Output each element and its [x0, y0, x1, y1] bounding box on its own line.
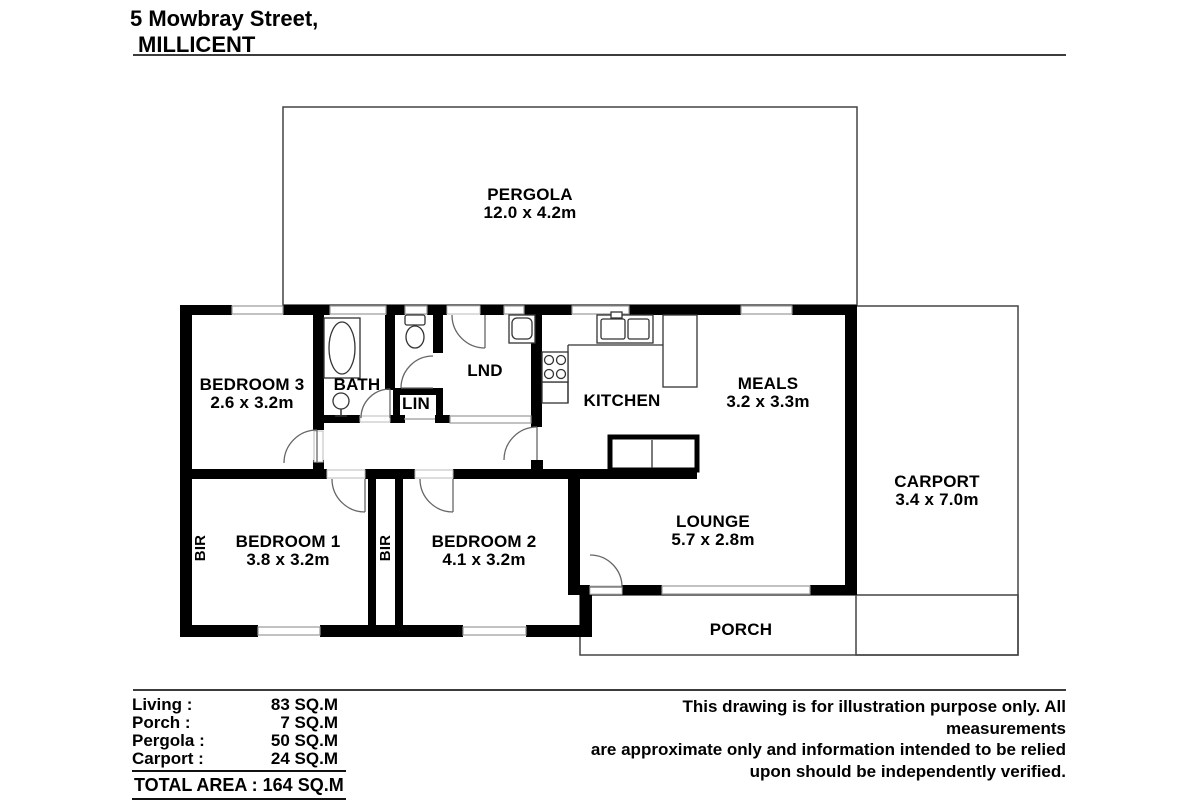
room-label-bedroom3: BEDROOM 3 2.6 x 3.2m [199, 375, 305, 412]
stove [541, 351, 569, 383]
room-label-carport: CARPORT 3.4 x 7.0m [894, 472, 980, 509]
room-label-lnd: LND [467, 361, 503, 380]
window-meals [740, 305, 793, 315]
header-divider [133, 54, 1066, 56]
door-bedroom1 [331, 478, 366, 513]
toilet [404, 314, 426, 349]
room-label-bedroom1: BEDROOM 1 3.8 x 3.2m [235, 532, 341, 569]
door-wc [400, 355, 434, 389]
room-label-meals: MEALS 3.2 x 3.3m [726, 374, 810, 411]
door-bedroom3 [283, 429, 318, 464]
window-laundry [503, 305, 525, 315]
door-porch [589, 554, 623, 588]
area-row-carport: Carport : 24 SQ.M [132, 749, 338, 768]
area-row-pergola: Pergola : 50 SQ.M [132, 731, 338, 750]
window-lounge [661, 585, 811, 595]
room-label-bath: BATH [333, 375, 381, 394]
address-line-1: 5 Mowbray Street, [130, 6, 319, 31]
area-total: TOTAL AREA : 164 SQ.M [132, 770, 346, 800]
porch-outline [579, 594, 1019, 656]
area-row-living: Living : 83 SQ.M [132, 695, 338, 714]
room-label-pergola: PERGOLA 12.0 x 4.2m [483, 185, 577, 222]
room-label-bir-left: BIR [192, 534, 209, 562]
area-row-porch: Porch : 7 SQ.M [132, 713, 338, 732]
laundry-trough [508, 314, 536, 344]
kitchen-sink [596, 311, 654, 344]
door-laundry-entry [451, 314, 486, 349]
door-hall-kitchen [503, 426, 538, 461]
fixtures [323, 311, 700, 473]
island-bench [607, 434, 700, 473]
doors [283, 314, 623, 588]
room-label-kitchen: KITCHEN [583, 391, 661, 410]
window-bedroom1 [257, 626, 321, 636]
window-kitchen [571, 305, 630, 315]
room-label-bedroom2: BEDROOM 2 4.1 x 3.2m [431, 532, 537, 569]
page-title: 5 Mowbray Street, MILLICENT [130, 6, 318, 58]
footer-divider [133, 689, 1066, 691]
window-bedroom2 [462, 626, 527, 636]
windows [231, 305, 811, 636]
room-label-porch: PORCH [709, 620, 773, 639]
disclaimer-text: This drawing is for illustration purpose… [590, 697, 1066, 781]
walls [180, 305, 857, 637]
door-bath [360, 388, 391, 419]
door-bedroom2 [419, 478, 454, 513]
address-line-2: MILLICENT [138, 32, 256, 57]
window-bath [329, 305, 387, 315]
window-wc [404, 305, 428, 315]
room-label-lin: LIN [402, 394, 430, 413]
opening-hall [449, 415, 532, 424]
bathtub [323, 317, 361, 379]
basin [332, 392, 350, 417]
door-sills [313, 305, 623, 595]
window-bedroom3 [231, 305, 284, 315]
area-summary: Living : 83 SQ.M Porch : 7 SQ.M Pergola … [132, 696, 346, 800]
room-label-lounge: LOUNGE 5.7 x 2.8m [671, 512, 755, 549]
room-label-bir-mid: BIR [377, 534, 394, 562]
